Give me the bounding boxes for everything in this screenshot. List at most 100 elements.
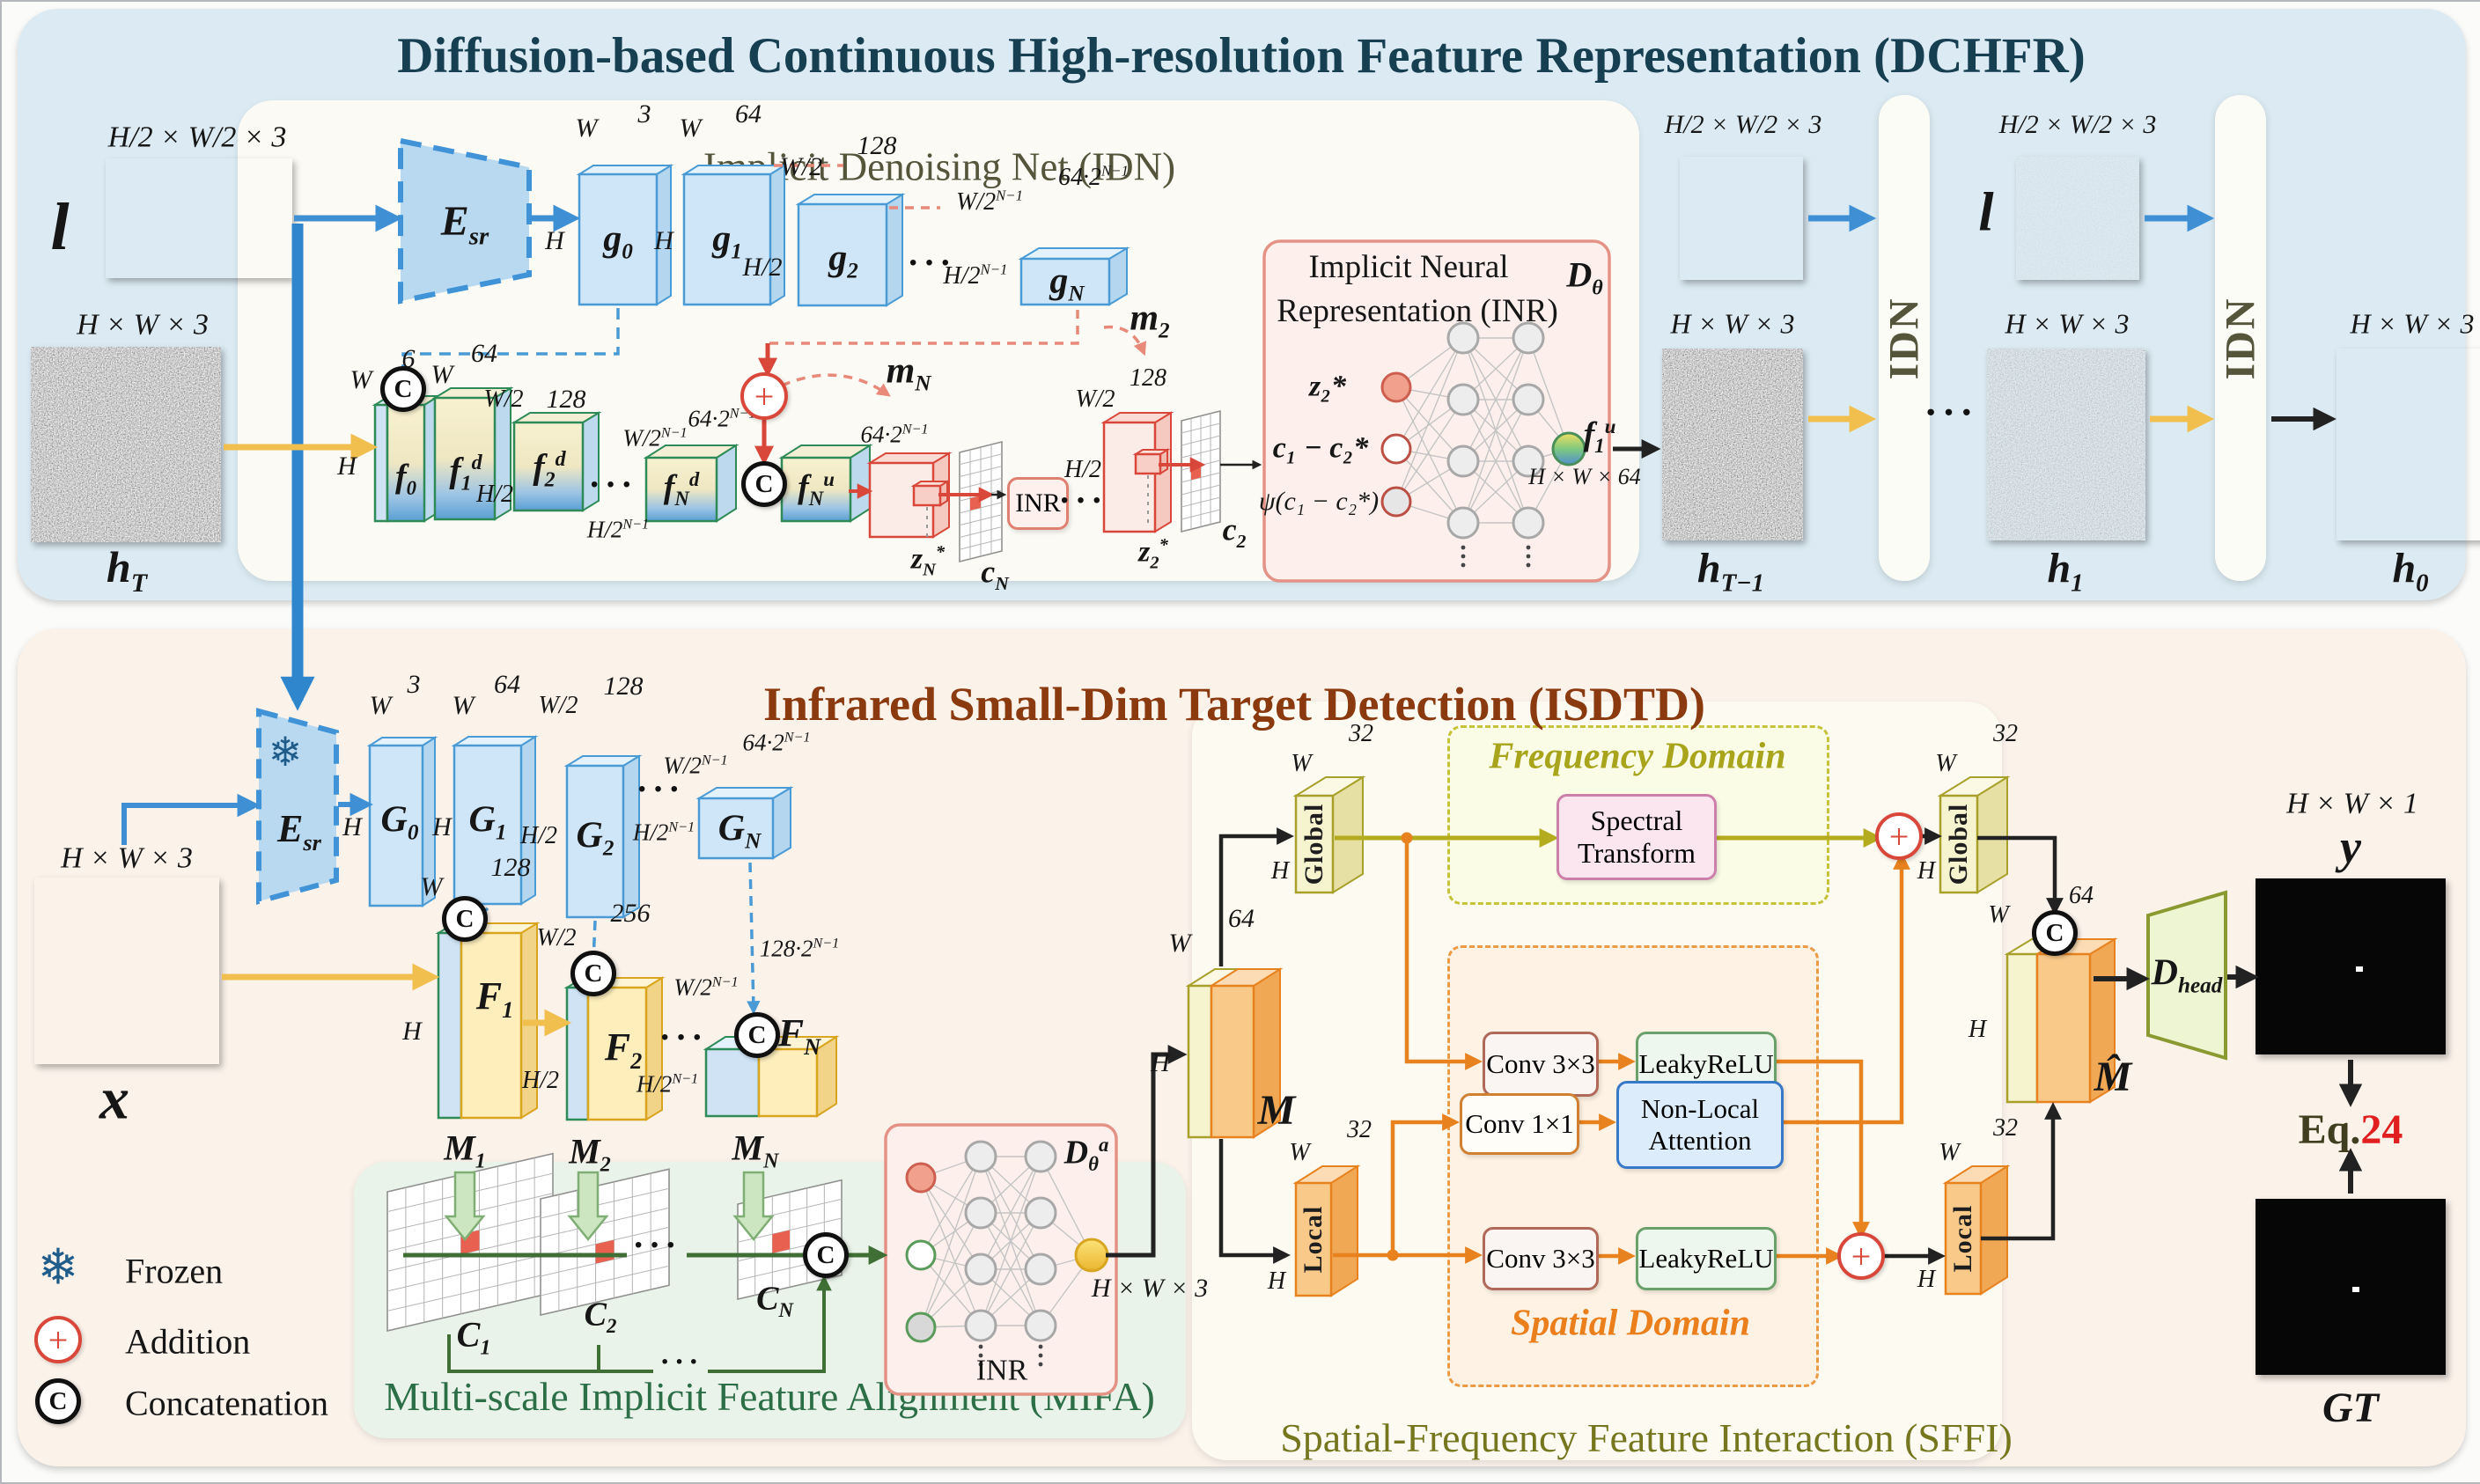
concat-icon-fN: C [741, 461, 787, 507]
f1-name: f1d [449, 450, 482, 496]
mifa-bracket-dots: ··· [659, 1346, 703, 1378]
mhat-h: H [1968, 1015, 1987, 1043]
z2-w: W/2 [1075, 385, 1115, 413]
g2-block [795, 193, 906, 307]
global1-label: Global [1299, 803, 1328, 885]
GN-h: H/2N−1 [632, 819, 695, 846]
h0-dim: H × W × 3 [2350, 307, 2475, 340]
g2-name: g2 [828, 238, 858, 283]
local2-w: W [1939, 1138, 1960, 1166]
arrow [747, 862, 761, 1015]
G0-ch: 3 [407, 669, 421, 699]
esr-encoder-dchfr [398, 137, 532, 305]
arrow [447, 1334, 653, 1373]
local2-label: Local [1948, 1204, 1977, 1273]
G1-h: H [432, 812, 452, 841]
arrow [1981, 1102, 2062, 1241]
legend-frozen-icon: ❄ [37, 1240, 79, 1296]
g1-name: g1 [712, 218, 742, 264]
h1-label: h1 [2047, 545, 2084, 598]
pair2-l-dim: H/2 × W/2 × 3 [1998, 109, 2157, 139]
gN-h: H/2N−1 [943, 261, 1008, 290]
F-row-dots: ··· [659, 1017, 708, 1057]
F2-ch: 256 [610, 898, 651, 928]
sffi-title: Spatial-Frequency Feature Interaction (S… [1280, 1415, 2013, 1461]
gt-label: GT [2322, 1385, 2379, 1432]
concat-icon-F1: C [442, 896, 488, 942]
concat-icon-F2: C [570, 951, 616, 996]
g1-h: H [654, 225, 673, 255]
F1-block [435, 922, 541, 1120]
G2-name: G2 [576, 815, 614, 861]
mhat-ch: 64 [2069, 881, 2094, 909]
F1-w: W [420, 871, 443, 901]
prediction-image-y [2256, 878, 2446, 1054]
junction-dot [1387, 1249, 1399, 1261]
mifa-out-dim: H × W × 3 [1091, 1273, 1209, 1303]
local1-h: H [1267, 1267, 1286, 1295]
mifa-dtheta: Dθa [1063, 1133, 1109, 1176]
g2-h: H/2 [742, 252, 783, 282]
inr-input-z: z₂* [1308, 370, 1347, 403]
fNu-name: fNu [798, 467, 835, 511]
g1-w: W [679, 113, 702, 143]
zN-ch: 64·2N−1 [860, 421, 929, 448]
c2-label: c2 [1222, 511, 1247, 552]
noise-overlay [2016, 157, 2139, 280]
pair1-l-dim: H/2 × W/2 × 3 [1664, 109, 1822, 139]
GN-block [695, 786, 794, 860]
g2-w: W/2 [779, 151, 823, 181]
m2-arc [1103, 325, 1147, 356]
C1-label: C1 [456, 1314, 491, 1360]
inr-input-c: c₁ − c₂* [1272, 431, 1369, 465]
CN-label: CN [756, 1280, 793, 1322]
fNd-name: fNd [663, 467, 700, 511]
G2-ch: 128 [603, 671, 644, 701]
idn-bar-1: IDN [1879, 95, 1930, 581]
concat-icon-FN: C [734, 1012, 780, 1058]
mN-arc [781, 373, 891, 397]
dchfr-title: Diffusion-based Continuous High-resoluti… [397, 28, 2086, 84]
esr-encoder-isdtd [256, 708, 339, 905]
ground-truth-image [2256, 1199, 2446, 1375]
G1-block [451, 735, 539, 906]
inr-small-box: INR [1007, 477, 1069, 530]
neural-net [905, 1140, 1109, 1367]
F1-ch: 128 [490, 852, 531, 882]
mN-label: mN [886, 350, 931, 396]
ht-1-label: hT−1 [1696, 545, 1765, 598]
f2-block [511, 411, 602, 512]
conv3x3-box-2: Conv 3×3 [1483, 1227, 1599, 1290]
leakyrelu-box-2: LeakyReLU [1636, 1227, 1777, 1290]
f0-ch: 6 [401, 343, 416, 373]
arrow [1404, 838, 1483, 1070]
frequency-domain-label: Frequency Domain [1489, 736, 1786, 777]
arrow [1106, 1044, 1188, 1258]
neural-net [1380, 321, 1586, 568]
gN-w: W/2N−1 [955, 187, 1024, 216]
g0-h: H [545, 225, 564, 255]
dhead-label: Dhead [2151, 952, 2223, 998]
GN-w: W/2N−1 [663, 752, 728, 779]
f1-w: W [431, 359, 453, 389]
arrow [708, 1275, 832, 1373]
zN-label: zN* [910, 542, 946, 580]
inr-box-title1: Implicit Neural [1308, 249, 1509, 286]
esr-label-isdtd: Esr [277, 807, 321, 856]
arrow [1218, 827, 1294, 966]
inr-output-f1u: f1u [1583, 415, 1616, 458]
g1-ch: 64 [735, 99, 762, 129]
mifa-inr-label: INR [975, 1354, 1028, 1387]
coord-grid [1181, 410, 1221, 533]
z2-h: H/2 [1064, 455, 1101, 483]
local1-ch: 32 [1347, 1115, 1372, 1143]
legend-addition-icon: + [34, 1316, 82, 1363]
z2-label: z2* [1138, 535, 1168, 573]
h0-label: h0 [2392, 545, 2429, 598]
addition-icon-spat: + [1837, 1232, 1885, 1280]
G1-w: W [452, 690, 475, 720]
global1-h: H [1270, 856, 1290, 885]
isdtd-title: Infrared Small-Dim Target Detection (ISD… [763, 677, 1705, 731]
